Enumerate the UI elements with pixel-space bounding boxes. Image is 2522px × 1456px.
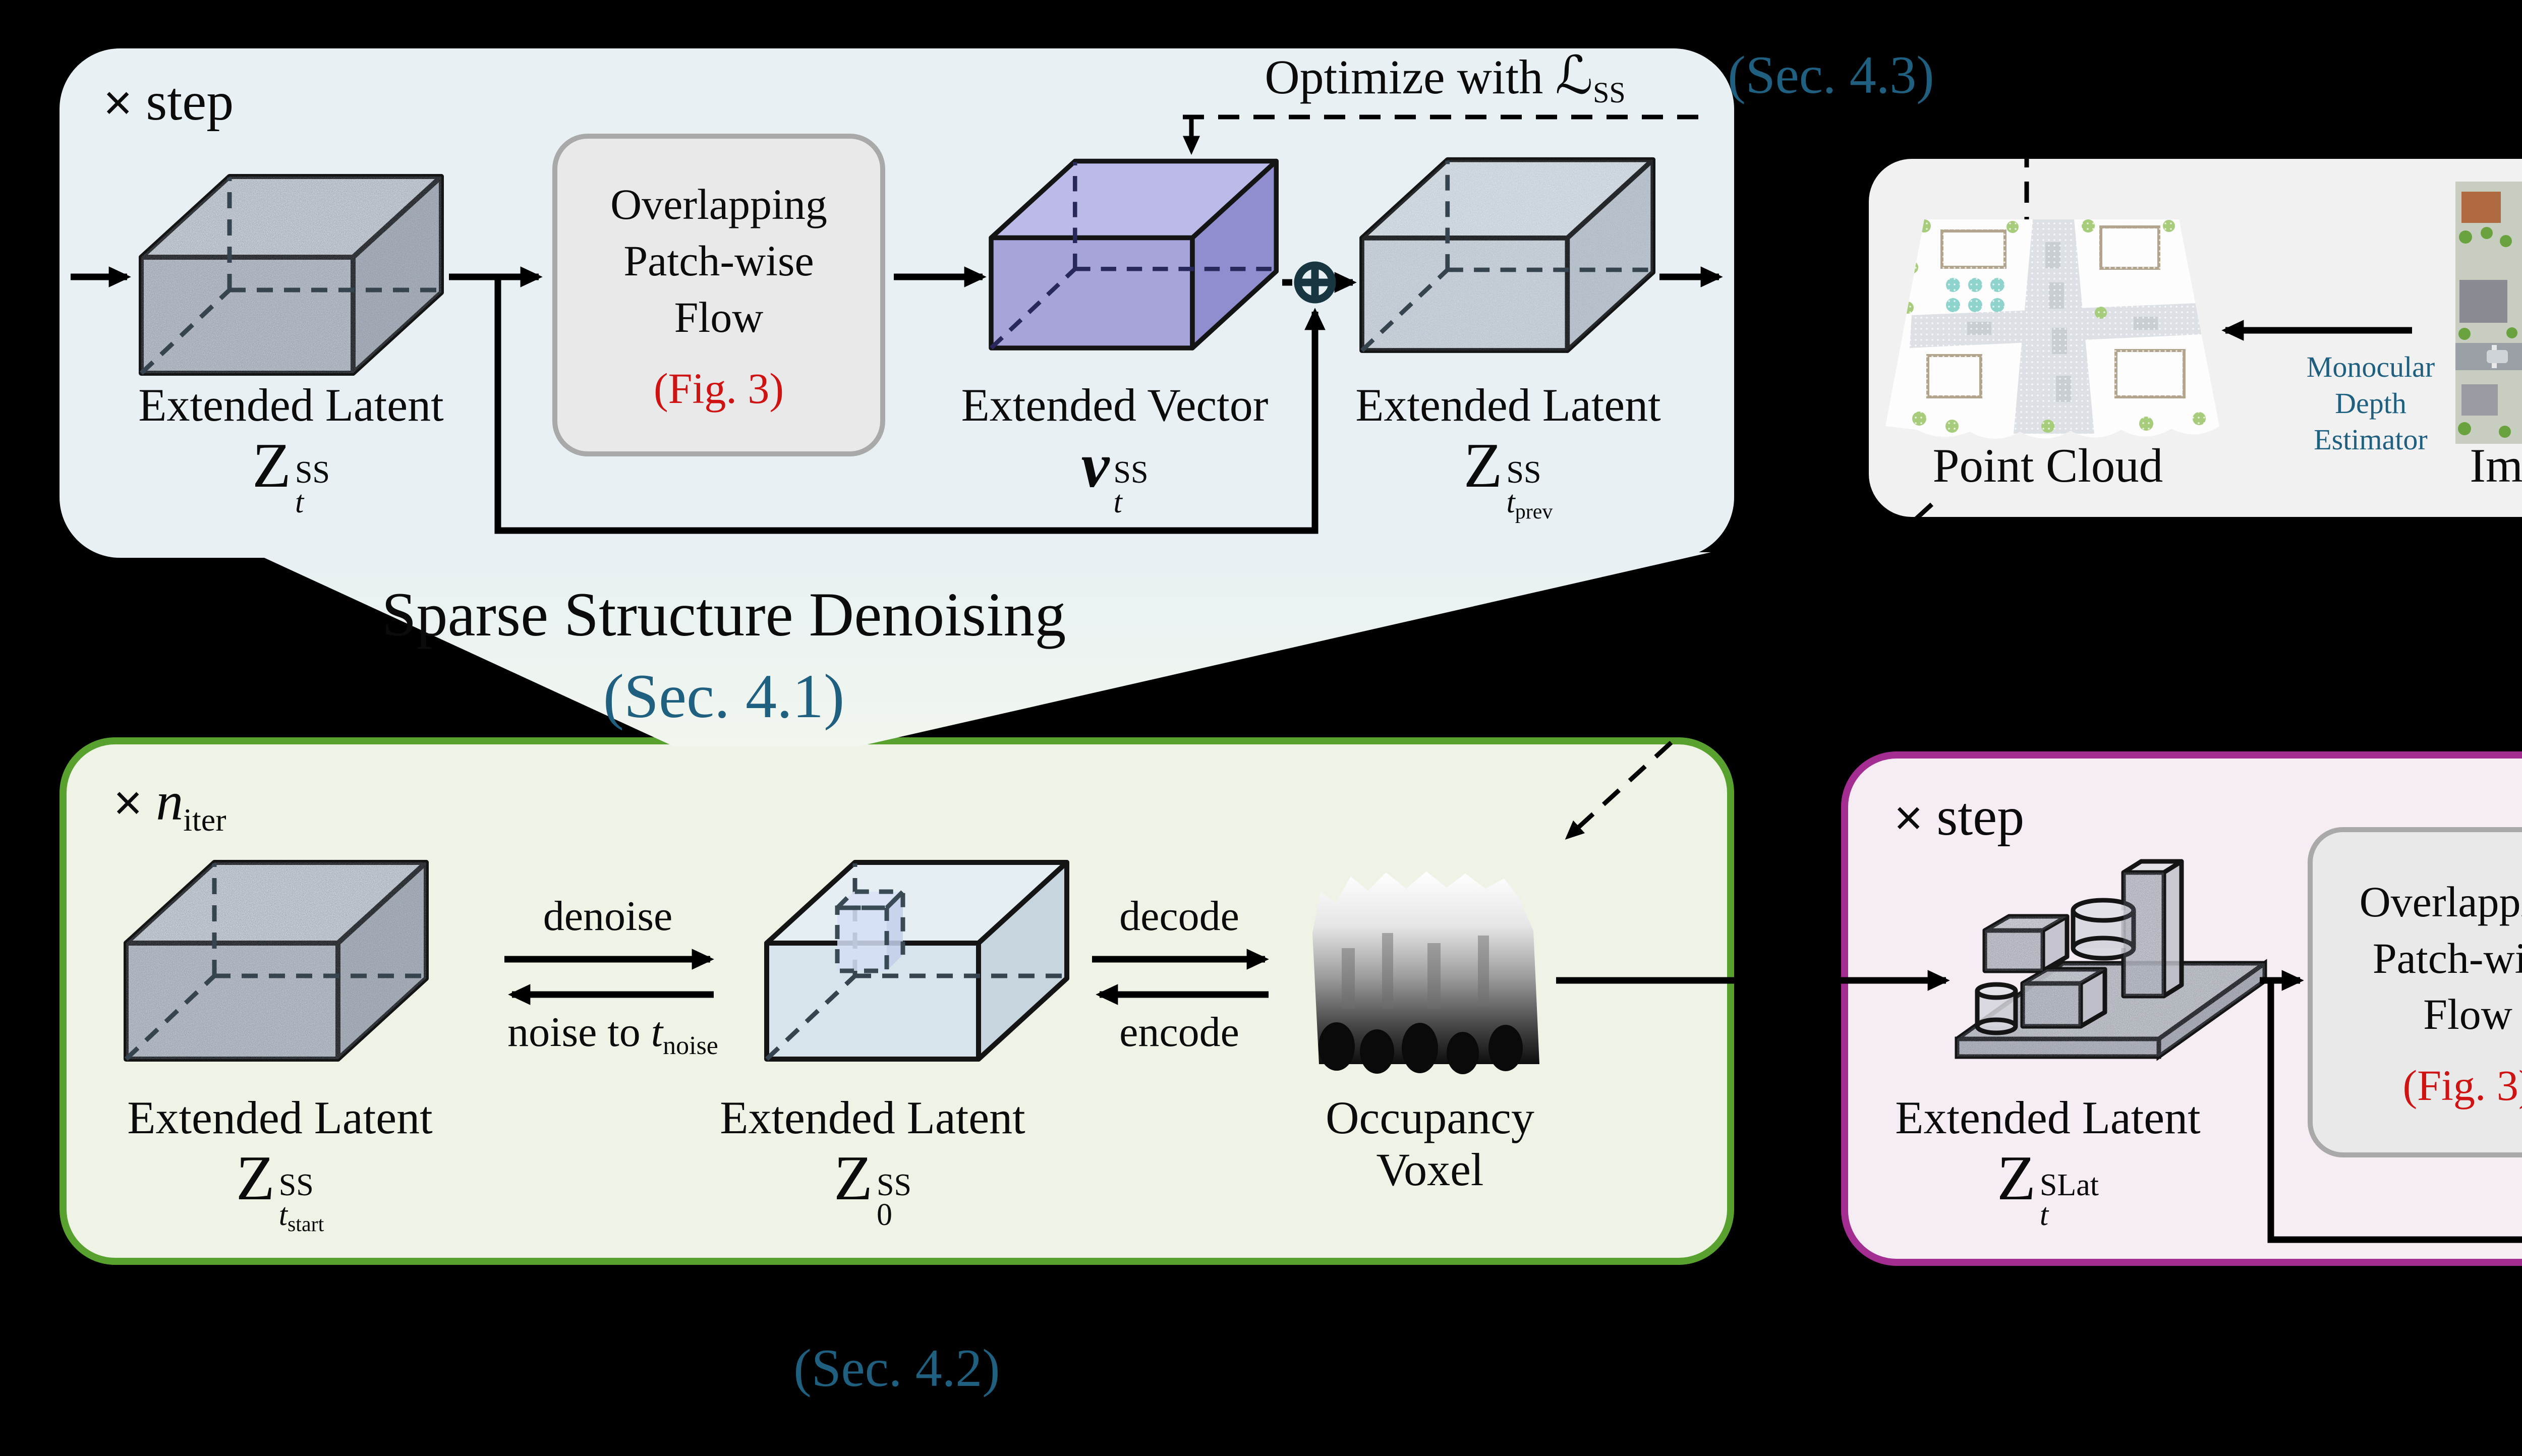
- optimize-label: Optimize with ℒSS: [1265, 44, 1626, 109]
- fig3-reference: (Fig. 3): [2402, 1061, 2522, 1110]
- fig3-reference: (Fig. 3): [654, 364, 784, 413]
- point-cloud-label: Point Cloud: [1932, 439, 2163, 492]
- noise-to-label: noise to tnoise: [507, 1009, 718, 1060]
- decode-label: decode: [1119, 893, 1239, 940]
- flow-line: Overlapping: [2359, 877, 2522, 926]
- image-label: Image: [2470, 439, 2522, 492]
- flow-line: Flow: [2423, 990, 2512, 1039]
- ss-loop-label: × step: [103, 72, 234, 132]
- ss-denoising-title: Sparse Structure Denoising: [381, 580, 1066, 649]
- slat-loop-label: × step: [1894, 787, 2025, 847]
- flow-line: Flow: [674, 293, 764, 341]
- green-loop-label: × niter: [113, 772, 226, 838]
- sec-4-3-label-top: (Sec. 4.3): [1728, 45, 1934, 104]
- overlapping-patchwise-flow-box-ss: Overlapping Patch-wise Flow (Fig. 3): [552, 134, 885, 456]
- flow-line: Patch-wise: [2372, 934, 2522, 982]
- flow-line: Patch-wise: [623, 237, 814, 285]
- overlapping-patchwise-flow-box-slat: Overlapping Patch-wise Flow (Fig. 3): [2308, 827, 2522, 1157]
- monocular-depth-estimator-label: Monocular Depth Estimator: [2306, 351, 2435, 456]
- label-occupancy-voxel: Occupancy Voxel: [1326, 1092, 1534, 1196]
- denoise-label: denoise: [543, 893, 673, 940]
- sec-4-1-label-funnel: (Sec. 4.1): [603, 662, 845, 731]
- encode-label: encode: [1119, 1009, 1239, 1056]
- flow-line: Overlapping: [610, 180, 827, 229]
- sec-4-2-label: (Sec. 4.2): [793, 1338, 1000, 1397]
